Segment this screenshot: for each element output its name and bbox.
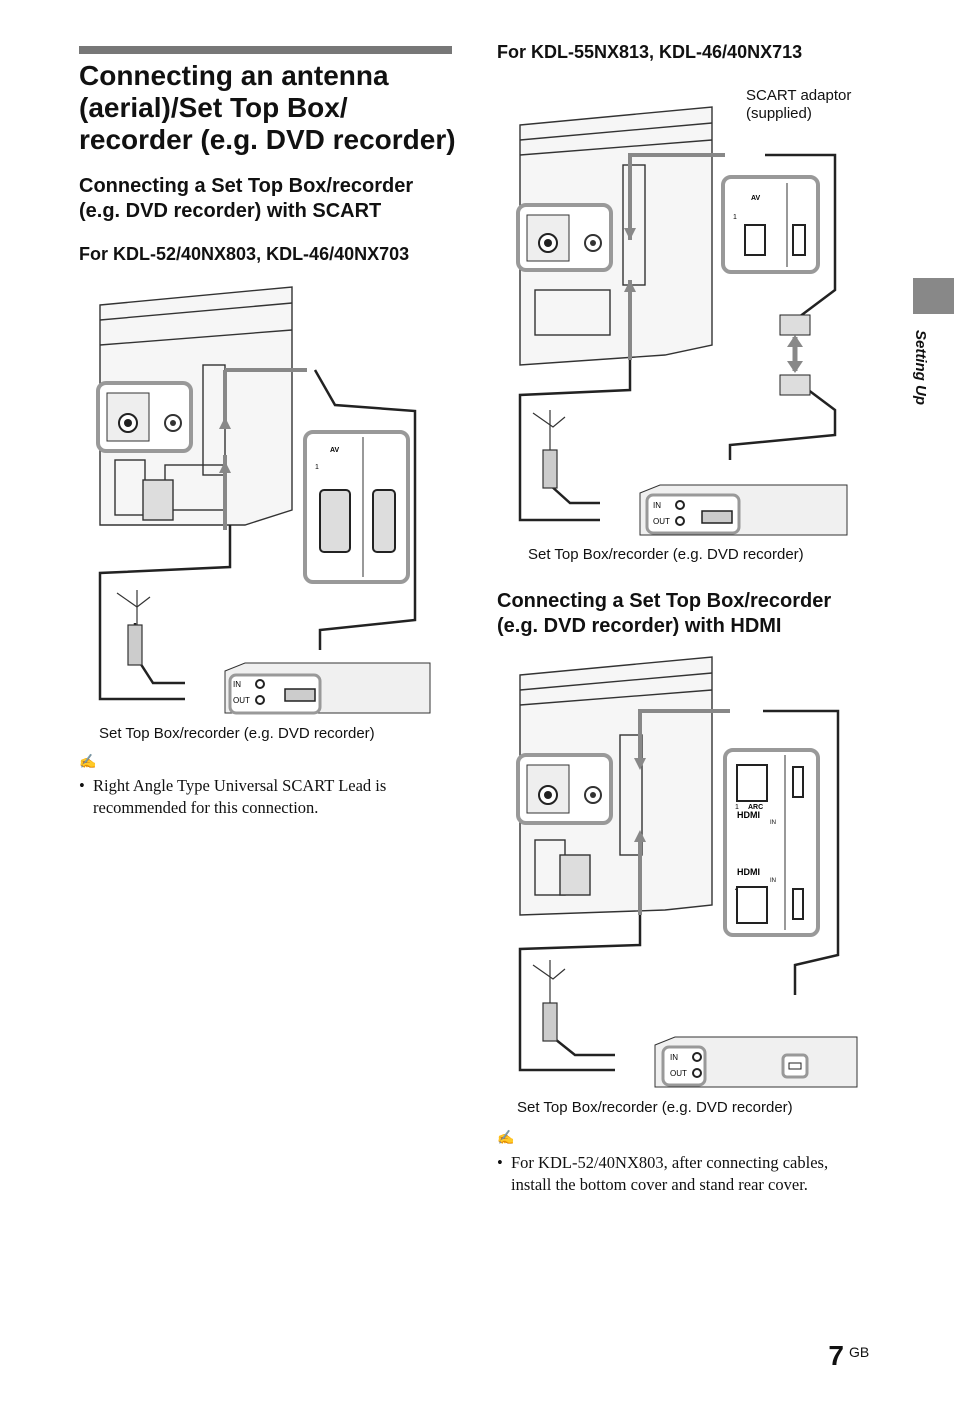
page-title: Connecting an antenna (aerial)/Set Top B… xyxy=(79,60,456,155)
note-icon: ✍ xyxy=(79,755,97,770)
page-number: 7 xyxy=(828,1340,844,1371)
av-label: AV xyxy=(330,447,340,454)
hdmi-caption: Set Top Box/recorder (e.g. DVD recorder) xyxy=(517,1099,793,1116)
scart-model-left: For KDL-52/40NX803, KDL-46/40NX703 xyxy=(79,244,410,264)
antenna-socket-detail xyxy=(96,381,193,453)
av-num: 1 xyxy=(733,214,737,221)
page-suffix: GB xyxy=(849,1344,870,1360)
antenna-arrow xyxy=(638,709,730,915)
section-tab xyxy=(913,278,954,314)
scart-adaptor-label: SCART adaptor (supplied) xyxy=(746,87,852,122)
hdmi-section-title: Connecting a Set Top Box/recorder (e.g. … xyxy=(497,590,832,637)
recorder-box: IN OUT xyxy=(224,662,431,715)
tv-rear-panel xyxy=(519,106,713,366)
scart-port-detail: AV 1 xyxy=(721,175,820,274)
av-label: AV xyxy=(751,195,761,202)
scart-right-caption: Set Top Box/recorder (e.g. DVD recorder) xyxy=(528,546,804,563)
out-label: OUT xyxy=(653,517,670,526)
tv-rear-panel xyxy=(519,656,713,916)
scart-note-text: Right Angle Type Universal SCART Lead is… xyxy=(93,776,387,817)
scart-model-right: For KDL-55NX813, KDL-46/40NX713 xyxy=(497,42,803,62)
scart-diagram-right: AV 1 IN OUT xyxy=(516,106,848,536)
hdmi-in-label-4: IN xyxy=(770,878,776,884)
scart-note-bullet: • xyxy=(79,776,85,795)
side-tab-label: Setting Up xyxy=(912,330,929,405)
in-label: IN xyxy=(233,680,241,689)
hdmi-note-bullet: • xyxy=(497,1153,503,1172)
in-label: IN xyxy=(670,1053,678,1062)
antenna-icon xyxy=(116,590,151,666)
antenna-socket-detail xyxy=(516,753,613,825)
hdmi-logo-1: HDMI xyxy=(737,810,760,820)
out-label: OUT xyxy=(233,696,250,705)
in-label: IN xyxy=(653,501,661,510)
antenna-socket-detail xyxy=(516,203,613,272)
scart-diagram-left: AV 1 IN OUT xyxy=(96,286,431,715)
out-label: OUT xyxy=(670,1069,687,1078)
scart-port-detail: AV 1 xyxy=(303,430,410,584)
note-icon: ✍ xyxy=(497,1131,515,1146)
scart-section-title: Connecting a Set Top Box/recorder (e.g. … xyxy=(79,175,414,222)
scart-left-caption: Set Top Box/recorder (e.g. DVD recorder) xyxy=(99,725,375,742)
scart-note: • Right Angle Type Universal SCART Lead … xyxy=(79,775,449,819)
hdmi-port-detail: 1 ARC HDMI IN HDMI IN 4 xyxy=(723,748,820,937)
hdmi-port1-label: 1 xyxy=(735,804,739,811)
title-rule xyxy=(79,46,452,54)
hdmi-logo-4: HDMI xyxy=(737,867,760,877)
recorder-box: IN OUT xyxy=(654,1036,858,1088)
av-num: 1 xyxy=(315,464,319,471)
hdmi-in-label-1: IN xyxy=(770,820,776,826)
arc-label: ARC xyxy=(748,804,763,811)
hdmi-note: • For KDL-52/40NX803, after connecting c… xyxy=(497,1152,867,1196)
hdmi-diagram: 1 ARC HDMI IN HDMI IN 4 IN OUT xyxy=(516,656,858,1088)
recorder-box: IN OUT xyxy=(639,484,848,536)
hdmi-note-text: For KDL-52/40NX803, after connecting cab… xyxy=(511,1153,829,1194)
antenna-icon xyxy=(532,410,566,489)
antenna-icon xyxy=(532,960,566,1042)
antenna-arrow xyxy=(628,153,725,360)
scart-adaptor-arrow xyxy=(779,314,811,396)
